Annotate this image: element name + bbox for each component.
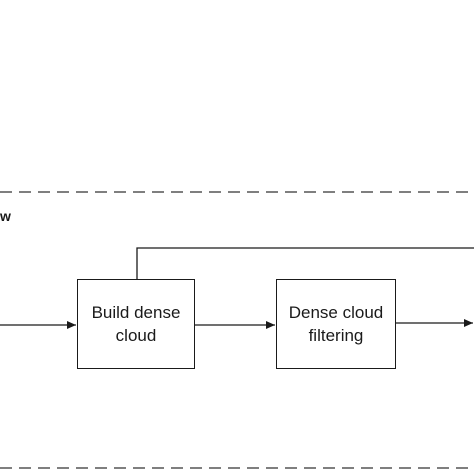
build-dense-cloud-box: Build dense cloud [77, 279, 195, 369]
bypass-connector [136, 247, 474, 279]
dense-cloud-filtering-box: Dense cloud filtering [276, 279, 396, 369]
section-label: w [0, 208, 11, 224]
